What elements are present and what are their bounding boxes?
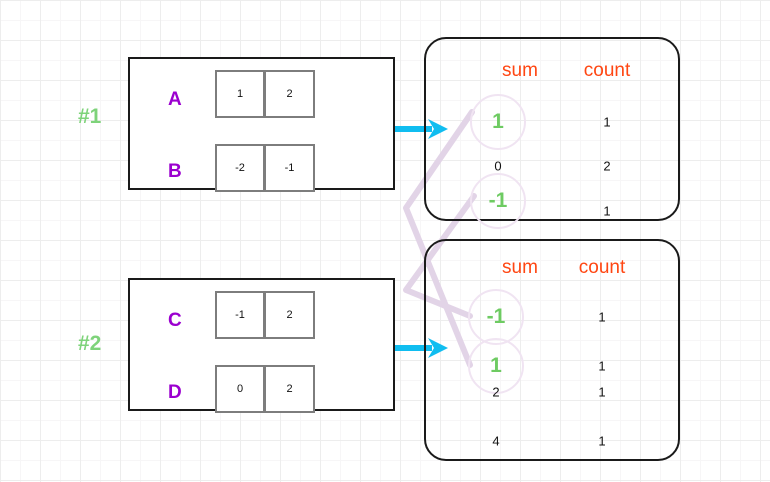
partition-2-cell-1-1: 2: [265, 365, 315, 413]
partition-2: C -1 2 D 0 2: [128, 278, 395, 413]
partition-2-cell-0-0: -1: [215, 291, 265, 339]
result-table-2-count-2: 1: [598, 384, 606, 400]
result-table-1-header-sum: sum: [502, 60, 538, 81]
result-table-1-sum-0: 1: [470, 94, 526, 150]
partition-1-row-1-cells: -2 -1: [215, 144, 315, 192]
partition-1: A 1 2 B -2 -1: [128, 57, 395, 192]
result-table-2-count-1: 1: [598, 358, 606, 374]
partition-2-cell-0-1: 2: [265, 291, 315, 339]
result-table-2-header-count: count: [578, 257, 626, 278]
result-table-2-sum-0: -1: [468, 289, 524, 345]
step-marker-2: #2: [78, 332, 102, 355]
result-table-1-header-count: count: [583, 60, 631, 81]
result-table-1-count-0: 1: [603, 114, 611, 130]
partition-1-row-0-label: A: [168, 89, 183, 110]
partition-1-row-0-cells: 1 2: [215, 70, 315, 118]
result-table-1-count-2: 1: [603, 203, 611, 219]
result-table-1-sum-2: -1: [470, 173, 526, 229]
partition-1-cell-1-0: -2: [215, 144, 265, 192]
partition-1-row-1-label: B: [168, 161, 183, 182]
step-marker-1: #1: [78, 105, 102, 128]
partition-2-cell-1-0: 0: [215, 365, 265, 413]
partition-2-row-1-label: D: [168, 382, 183, 403]
result-table-1: sum count 1 1 0 2 -1 1: [424, 37, 680, 229]
result-table-1-sum-1: 0: [494, 158, 502, 174]
result-table-1-count-1: 2: [603, 158, 611, 174]
result-table-2-count-3: 1: [598, 433, 606, 449]
result-table-2-count-0: 1: [598, 309, 606, 325]
result-table-2-sum-2: 2: [492, 384, 500, 400]
partition-2-row-0-label: C: [168, 310, 183, 331]
partition-2-row-1-cells: 0 2: [215, 365, 315, 413]
partition-1-cell-1-1: -1: [265, 144, 315, 192]
result-table-2-header-sum: sum: [502, 257, 538, 278]
partition-1-cell-0-1: 2: [265, 70, 315, 118]
partition-2-row-0-cells: -1 2: [215, 291, 315, 339]
result-table-2-sum-1: 1: [468, 338, 524, 394]
result-table-2-sum-3: 4: [492, 433, 500, 449]
partition-1-cell-0-0: 1: [215, 70, 265, 118]
result-table-2: sum count -1 1 1 1 2 1 4 1: [424, 239, 680, 461]
